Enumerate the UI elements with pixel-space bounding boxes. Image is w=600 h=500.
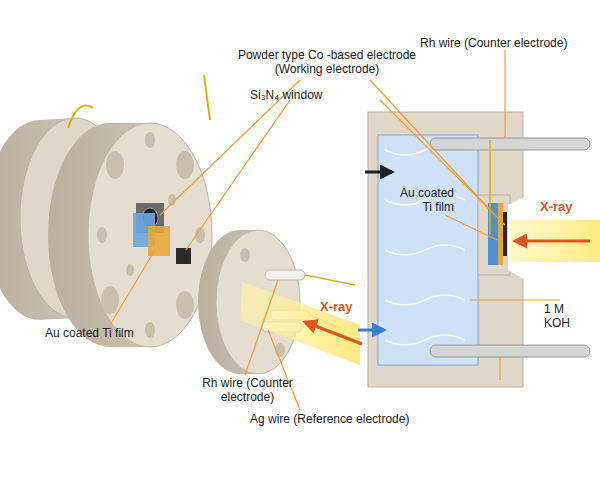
part-label: 1 M KOH [544, 302, 584, 330]
part-label: Powder type Co -based electrode (Working… [232, 48, 422, 76]
part-label: Au coated Ti film [45, 326, 175, 340]
part-label: Rh wire (Counter electrode) [420, 36, 595, 50]
x-ray-beam [240, 282, 360, 365]
part-label: Si₃N₄ window [250, 88, 370, 102]
beam-label: X-ray [540, 200, 595, 214]
x-ray-arrow [305, 322, 362, 344]
part-label: Rh wire (Counter electrode) [190, 376, 305, 404]
cross-section [358, 112, 600, 387]
beam-label: X-ray [320, 300, 375, 314]
part-label: Au coated Ti film [392, 186, 454, 214]
leader-lines [110, 50, 560, 410]
front-disc [48, 75, 212, 347]
part-label: Ag wire (Reference electrode) [250, 412, 450, 426]
